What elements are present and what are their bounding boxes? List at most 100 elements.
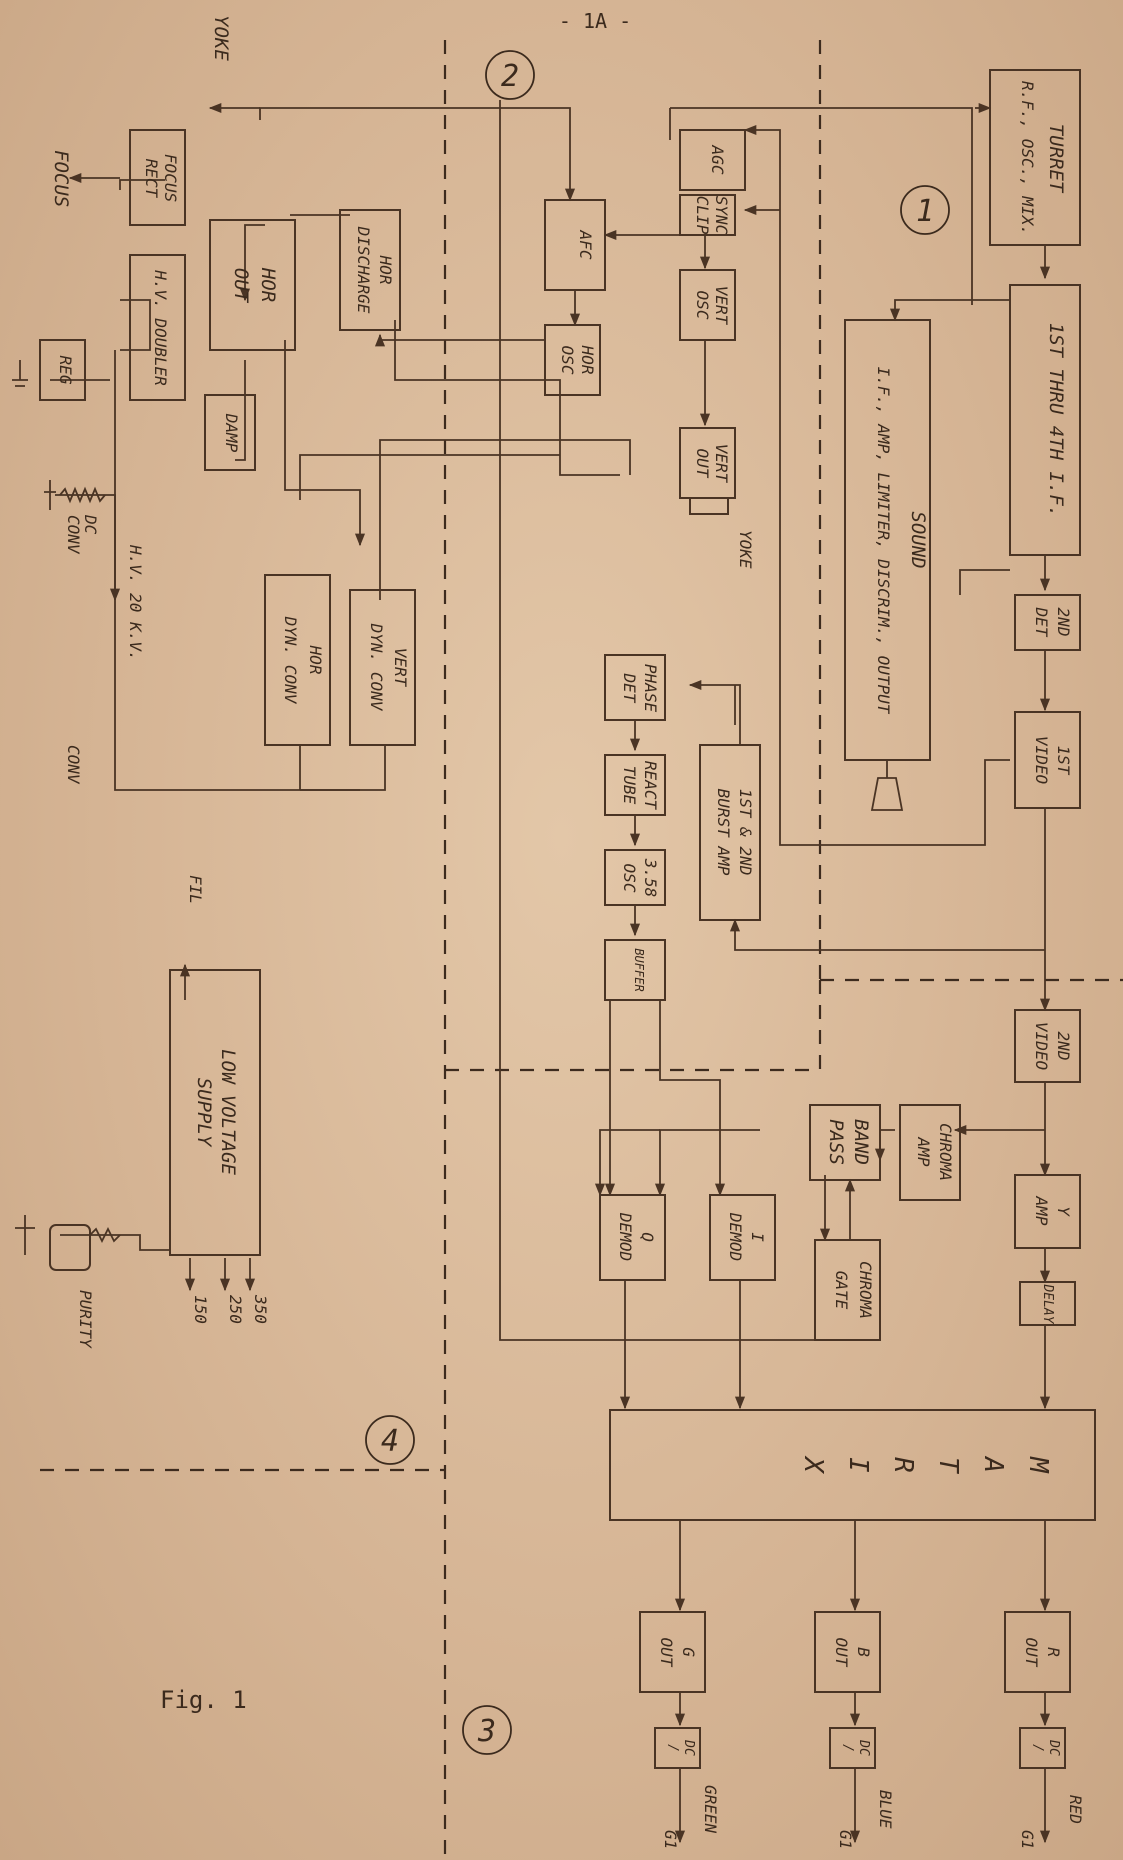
svg-text:DAMP: DAMP xyxy=(222,413,241,453)
block-b-out: B OUT xyxy=(814,1611,881,1693)
block-focus-rect: FOCUS RECT xyxy=(129,129,186,226)
svg-text:RECT: RECT xyxy=(142,159,161,199)
svg-text:DEMOD: DEMOD xyxy=(726,1212,745,1261)
block-hor-out: HOR OUT xyxy=(209,219,296,351)
svg-text:BURST AMP: BURST AMP xyxy=(714,789,733,876)
block-turret: TURRET R.F., OSC., MIX. xyxy=(989,69,1081,246)
svg-text:3: 3 xyxy=(477,1714,496,1749)
svg-text:T: T xyxy=(933,1457,963,1474)
svg-text:BUFFER: BUFFER xyxy=(632,948,646,991)
page-number: - 1A - xyxy=(559,9,631,33)
figure-caption: Fig. 1 xyxy=(160,1686,247,1714)
svg-text:OUT: OUT xyxy=(1022,1638,1041,1668)
block-y-amp: Y AMP xyxy=(1014,1174,1081,1249)
block-1st-video: 1ST VIDEO xyxy=(1014,711,1081,809)
svg-text:REG: REG xyxy=(56,356,75,385)
svg-text:DYN. CONV: DYN. CONV xyxy=(367,623,386,712)
svg-text:OUT: OUT xyxy=(693,449,712,479)
block-2nd-det: 2ND DET xyxy=(1014,594,1081,651)
block-r-out: R OUT xyxy=(1004,1611,1071,1693)
svg-text:I: I xyxy=(843,1457,873,1473)
svg-text:1ST THRU 4TH I.F.: 1ST THRU 4TH I.F. xyxy=(1045,323,1067,517)
svg-text:3.58: 3.58 xyxy=(641,858,660,898)
svg-text:OUT: OUT xyxy=(230,268,252,304)
block-g-out: G OUT xyxy=(639,1611,706,1693)
block-358-osc: 3.58 OSC xyxy=(604,849,666,906)
block-damp: DAMP xyxy=(204,394,256,471)
svg-text:I.F., AMP, LIMITER, DISCRIM.,: I.F., AMP, LIMITER, DISCRIM., OUTPUT xyxy=(874,367,893,715)
svg-text:PASS: PASS xyxy=(825,1119,847,1165)
svg-text:FOCUS: FOCUS xyxy=(161,154,180,202)
svg-text:/: / xyxy=(665,1744,680,1752)
signal-wires xyxy=(50,100,1051,1844)
svg-text:X: X xyxy=(798,1455,828,1474)
svg-text:DET: DET xyxy=(1032,607,1051,638)
purity-coil-icon xyxy=(49,1224,121,1271)
svg-text:TURRET: TURRET xyxy=(1045,124,1067,194)
zone-2: 2 xyxy=(485,50,535,100)
block-hor-discharge: HOR DISCHARGE xyxy=(339,209,401,331)
svg-text:R: R xyxy=(888,1457,918,1473)
block-chroma-amp: CHROMA AMP xyxy=(899,1104,961,1201)
svg-text:2: 2 xyxy=(501,59,519,94)
svg-text:DYN. CONV: DYN. CONV xyxy=(281,616,300,705)
block-if-amp: 1ST THRU 4TH I.F. xyxy=(1009,284,1081,556)
svg-text:OUT: OUT xyxy=(832,1638,851,1668)
svg-text:OUT: OUT xyxy=(657,1638,676,1668)
block-hv-doubler: H.V. DOUBLER xyxy=(129,254,186,401)
conv-label: CONV xyxy=(64,745,83,785)
block-2nd-video: 2ND VIDEO xyxy=(1014,1009,1081,1083)
svg-text:Y: Y xyxy=(1054,1206,1073,1217)
fil-label: FIL xyxy=(186,875,205,904)
dc-conv-label-bottom: CONV xyxy=(64,515,83,555)
svg-text:DC: DC xyxy=(856,1739,871,1756)
svg-text:SUPPLY: SUPPLY xyxy=(193,1078,215,1148)
block-buffer: BUFFER xyxy=(604,939,666,1001)
svg-text:DC: DC xyxy=(1046,1739,1061,1756)
svg-text:TUBE: TUBE xyxy=(620,766,639,805)
svg-text:SOUND: SOUND xyxy=(907,511,929,568)
svg-text:SYNC: SYNC xyxy=(712,196,731,235)
block-vert-dyn-conv: VERT DYN. CONV xyxy=(349,589,416,746)
svg-text:CHROMA: CHROMA xyxy=(936,1123,955,1181)
svg-text:AFC: AFC xyxy=(576,230,595,260)
svg-text:BAND: BAND xyxy=(850,1119,872,1165)
block-chroma-gate: CHROMA GATE xyxy=(814,1239,881,1341)
svg-text:DEMOD: DEMOD xyxy=(616,1212,635,1261)
svg-text:2ND: 2ND xyxy=(1054,608,1073,637)
svg-text:VIDEO: VIDEO xyxy=(1032,1022,1051,1070)
block-q-demod: Q DEMOD xyxy=(599,1194,666,1281)
svg-text:CHROMA: CHROMA xyxy=(856,1261,875,1319)
purity-label: PURITY xyxy=(76,1290,95,1349)
block-phase-det: PHASE DET xyxy=(604,654,666,721)
svg-text:DELAY: DELAY xyxy=(1040,1283,1055,1324)
block-hor-dyn-conv: HOR DYN. CONV xyxy=(264,574,331,746)
svg-text:Q: Q xyxy=(638,1232,657,1242)
svg-text:OSC: OSC xyxy=(693,291,712,320)
block-matrix: M A T R I X xyxy=(609,1409,1096,1521)
svg-text:/: / xyxy=(1030,1744,1045,1752)
svg-text:1ST: 1ST xyxy=(1054,746,1073,776)
svg-text:VERT: VERT xyxy=(712,286,731,326)
svg-text:HOR: HOR xyxy=(306,645,325,675)
dc-conv-label-top: DC xyxy=(81,514,100,535)
blue-g1-label: G1 xyxy=(836,1830,855,1849)
svg-text:2ND: 2ND xyxy=(1054,1032,1073,1061)
red-g1-label: G1 xyxy=(1018,1830,1037,1849)
svg-text:H.V. DOUBLER: H.V. DOUBLER xyxy=(151,269,170,386)
svg-text:M: M xyxy=(1023,1456,1053,1474)
svg-text:PHASE: PHASE xyxy=(641,664,660,713)
speaker-icon xyxy=(870,760,904,811)
yoke-coil-icon xyxy=(689,497,729,515)
block-hor-osc: HOR OSC xyxy=(544,324,601,396)
block-dc-restorer-green: DC / xyxy=(654,1727,701,1769)
section-dividers xyxy=(40,40,1123,1855)
svg-text:R: R xyxy=(1044,1647,1063,1657)
block-vert-osc: VERT OSC xyxy=(679,269,736,341)
block-i-demod: I DEMOD xyxy=(709,1194,776,1281)
svg-text:/: / xyxy=(840,1744,855,1752)
svg-text:1: 1 xyxy=(916,194,934,229)
vert-yoke-label: YOKE xyxy=(736,530,755,569)
